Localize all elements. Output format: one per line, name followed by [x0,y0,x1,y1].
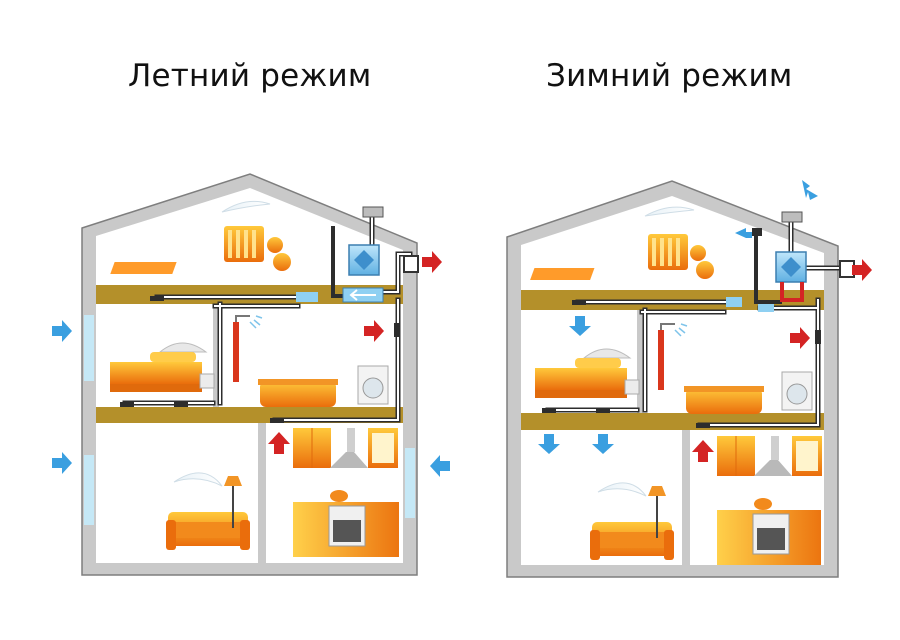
window-left-lower [84,455,94,525]
bypass-arrow [349,289,376,301]
heat-exchanger-core [354,250,374,270]
sofa-icon [166,512,250,550]
summer-house [52,173,450,576]
air-swirl-icon [173,472,223,487]
air-swirl-icon [644,206,695,217]
sofa-icon [590,522,674,560]
exhaust-air-arrow [268,251,442,454]
bed-icon [535,348,640,398]
partition-wall-upper [637,310,643,413]
ceiling-diffuser [572,300,586,305]
floor-diffuser [174,402,188,407]
heated-air-path [780,282,804,302]
bathtub-icon [684,386,764,414]
partition-wall-upper [213,304,219,407]
duct-junction [726,297,742,307]
exhaust-grille [403,255,419,273]
shower-icon [233,315,263,382]
fresh-air-arrow [52,320,450,477]
air-swirl-icon [221,200,271,213]
crib-icon [530,234,714,280]
crib-icon [110,226,291,274]
window-right-lower [405,448,415,518]
window-left-upper [84,315,94,381]
floor-lamp-icon [648,486,666,538]
floor-diffuser [596,408,610,413]
duct-network [122,212,413,423]
roof-intake-cap [781,211,803,223]
winter-house [506,180,872,578]
exhaust-air-arrow [692,259,872,462]
floor-lamp-icon [224,476,242,528]
washing-machine-icon [781,371,813,411]
floor-diffuser [696,423,710,428]
heat-exchanger-core [781,257,801,277]
air-swirl-icon [597,482,647,497]
bed-icon [110,342,215,392]
partition-wall-lower [258,423,266,563]
ceiling-diffuser [150,296,164,301]
summer-mode-title: Летний режим [128,58,372,94]
wall-exhaust-grille [394,323,400,337]
bathtub-icon [258,379,338,407]
duct-network [545,219,845,428]
shower-icon [658,323,688,390]
fresh-air-arrow [538,180,818,454]
winter-mode-title: Зимний режим [546,58,793,94]
floor-diffuser [270,418,284,423]
exhaust-grille [839,260,855,278]
duct-junction [296,292,318,302]
ceiling-exhaust-grille [752,228,762,236]
house-interior [96,188,403,563]
kitchen-icon [717,436,822,565]
roof-intake-cap [362,206,384,218]
washing-machine-icon [357,365,389,405]
floor-diffuser [542,408,556,413]
partition-wall-lower [682,430,690,565]
duct-junction [758,304,774,312]
wall-exhaust-grille [815,330,821,344]
kitchen-icon [293,428,399,557]
floor-diffuser [120,402,134,407]
